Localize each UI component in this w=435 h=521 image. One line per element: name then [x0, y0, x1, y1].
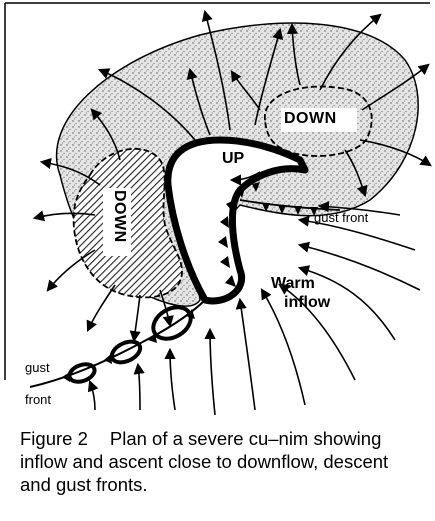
label-gust-front-right: gust front — [314, 210, 368, 225]
label-front-left: front — [25, 392, 51, 407]
label-inflow: inflow — [284, 294, 330, 312]
label-down-upper: DOWN — [284, 110, 337, 128]
caption-number: Figure 2 — [20, 428, 88, 449]
label-gust-left: gust — [25, 360, 50, 375]
label-up: UP — [222, 150, 244, 168]
cell-chain — [67, 301, 196, 385]
label-warm: Warm — [271, 275, 315, 293]
left-gust-front-line — [30, 300, 205, 387]
storm-plan-diagram — [0, 0, 435, 430]
label-down-left: DOWN — [110, 190, 128, 243]
